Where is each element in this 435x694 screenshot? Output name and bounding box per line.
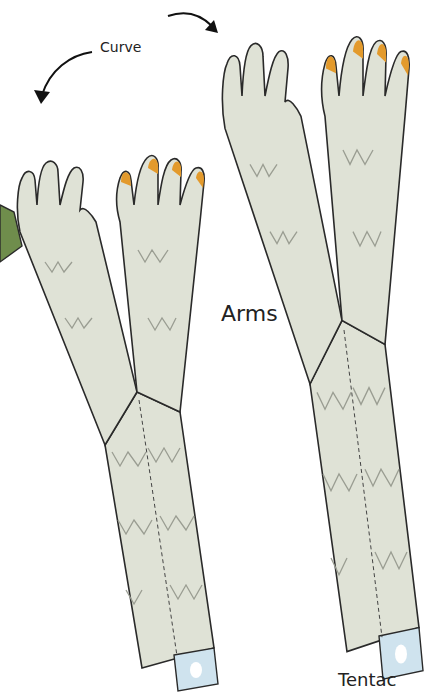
part-label: Tentac xyxy=(338,670,396,690)
part-label: Arms xyxy=(221,302,278,326)
part-label: Curve xyxy=(100,40,141,55)
